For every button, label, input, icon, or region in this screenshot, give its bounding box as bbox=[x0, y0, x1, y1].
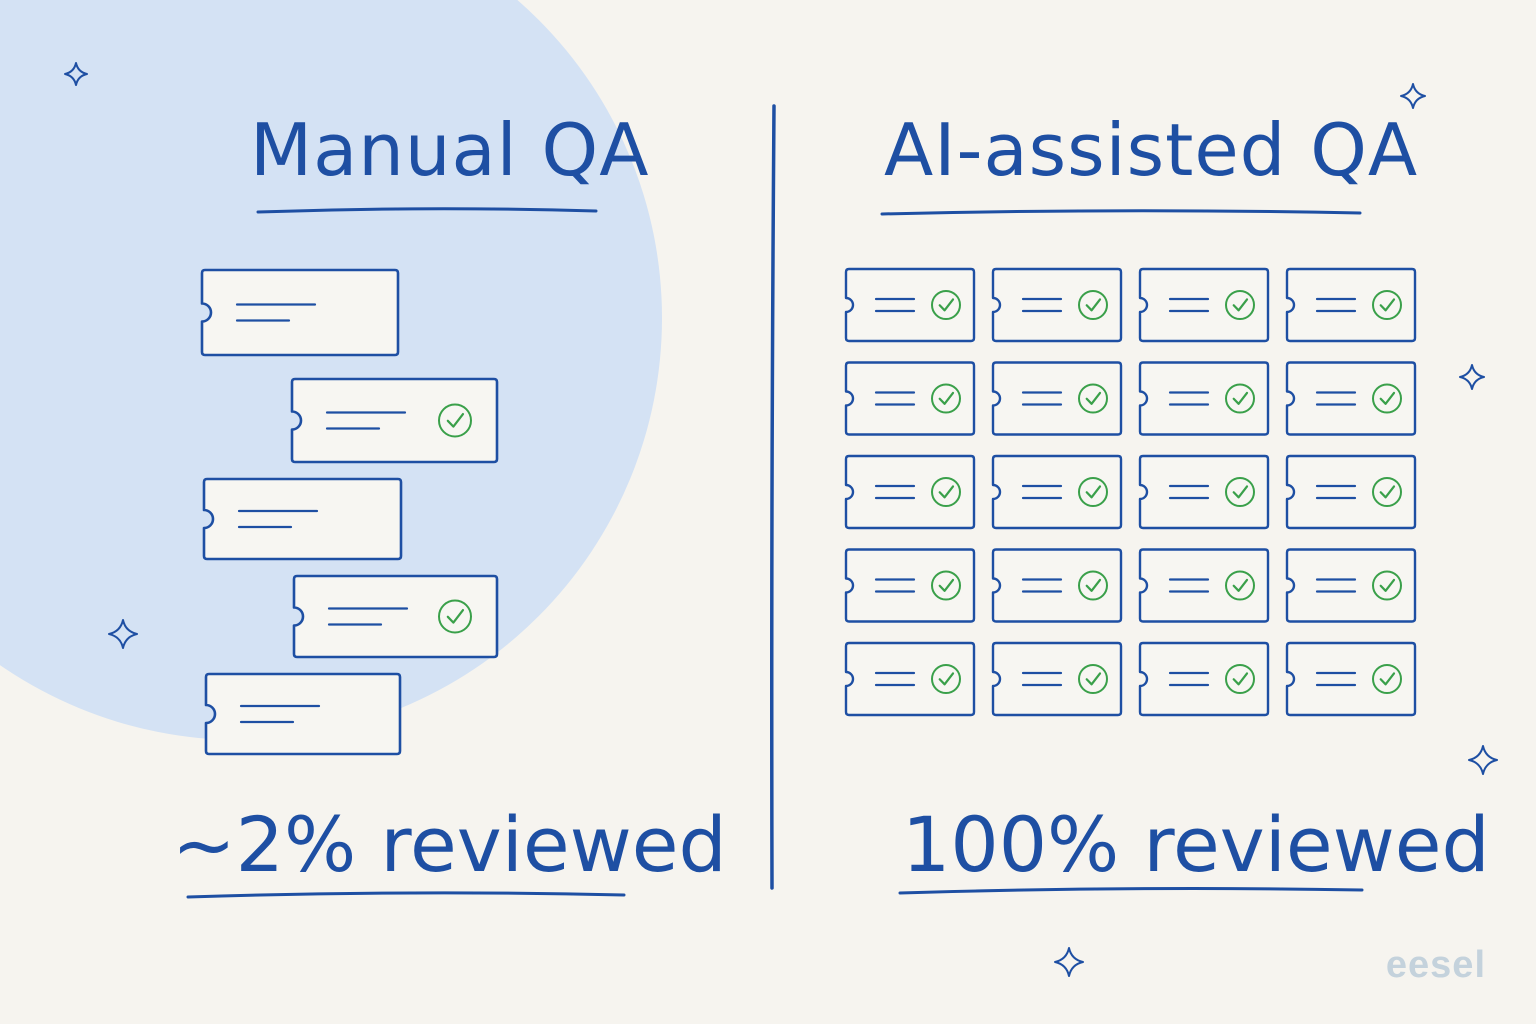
ticket-card bbox=[991, 454, 1123, 530]
ticket-card bbox=[844, 548, 976, 623]
ticket-card bbox=[1138, 454, 1270, 530]
check-circle-icon bbox=[1078, 477, 1108, 507]
sparkle-icon bbox=[1400, 83, 1426, 109]
check-circle-icon bbox=[1372, 664, 1402, 694]
manual-stat-underline bbox=[186, 891, 626, 899]
manual-qa-title: Manual QA bbox=[250, 108, 650, 192]
ai-ticket-grid bbox=[844, 267, 1417, 717]
ticket-card bbox=[1138, 548, 1270, 623]
ticket-card bbox=[200, 268, 400, 357]
check-circle-icon bbox=[1372, 383, 1402, 414]
sparkle-icon bbox=[64, 62, 88, 86]
ticket-card bbox=[1138, 267, 1270, 343]
ticket-card bbox=[202, 477, 403, 561]
sparkle-icon bbox=[1468, 745, 1498, 775]
ticket-card bbox=[1138, 641, 1270, 717]
check-circle-icon bbox=[1225, 290, 1255, 320]
ticket-card bbox=[1285, 454, 1417, 530]
ai-assisted-qa-title: AI-assisted QA bbox=[884, 108, 1419, 192]
ticket-card bbox=[1285, 267, 1417, 343]
ticket-card bbox=[991, 641, 1123, 717]
sparkle-icon bbox=[1459, 364, 1485, 390]
check-circle-icon bbox=[1372, 290, 1402, 320]
ticket-card bbox=[991, 548, 1123, 623]
ticket-card bbox=[844, 641, 976, 717]
check-circle-icon bbox=[931, 290, 961, 320]
check-circle-icon bbox=[438, 599, 472, 634]
sparkle-decorations bbox=[64, 62, 1498, 977]
check-circle-icon bbox=[1078, 383, 1108, 414]
manual-reviewed-stat: ~2% reviewed bbox=[172, 800, 727, 889]
check-circle-icon bbox=[931, 477, 961, 507]
check-circle-icon bbox=[438, 403, 472, 438]
ticket-card bbox=[1285, 361, 1417, 436]
ticket-card bbox=[1138, 361, 1270, 436]
check-circle-icon bbox=[1078, 290, 1108, 320]
check-circle-icon bbox=[1225, 570, 1255, 601]
divider-lines bbox=[186, 104, 1364, 899]
check-circle-icon bbox=[1372, 477, 1402, 507]
check-circle-icon bbox=[931, 383, 961, 414]
check-circle-icon bbox=[1225, 477, 1255, 507]
vertical-divider bbox=[770, 104, 776, 890]
ticket-card bbox=[292, 574, 499, 659]
ticket-card bbox=[290, 377, 499, 464]
ticket-card bbox=[991, 267, 1123, 343]
ai-stat-underline bbox=[898, 887, 1364, 895]
background-circle bbox=[0, 0, 662, 740]
check-circle-icon bbox=[1078, 664, 1108, 694]
check-circle-icon bbox=[931, 570, 961, 601]
ticket-card bbox=[1285, 641, 1417, 717]
manual-title-underline bbox=[256, 207, 598, 214]
eesel-logo: eesel bbox=[1385, 944, 1486, 986]
check-circle-icon bbox=[1372, 570, 1402, 601]
check-circle-icon bbox=[1225, 664, 1255, 694]
ticket-card bbox=[991, 361, 1123, 436]
sparkle-icon bbox=[1054, 947, 1084, 977]
ai-reviewed-stat: 100% reviewed bbox=[902, 800, 1490, 889]
check-circle-icon bbox=[1078, 570, 1108, 601]
manual-ticket-stack bbox=[200, 268, 499, 756]
ticket-card bbox=[844, 267, 976, 343]
sparkle-icon bbox=[108, 619, 138, 649]
ticket-card bbox=[204, 672, 402, 756]
ticket-card bbox=[844, 454, 976, 530]
ai-title-underline bbox=[880, 209, 1362, 216]
ticket-card bbox=[844, 361, 976, 436]
check-circle-icon bbox=[1225, 383, 1255, 414]
check-circle-icon bbox=[931, 664, 961, 694]
ticket-card bbox=[1285, 548, 1417, 623]
